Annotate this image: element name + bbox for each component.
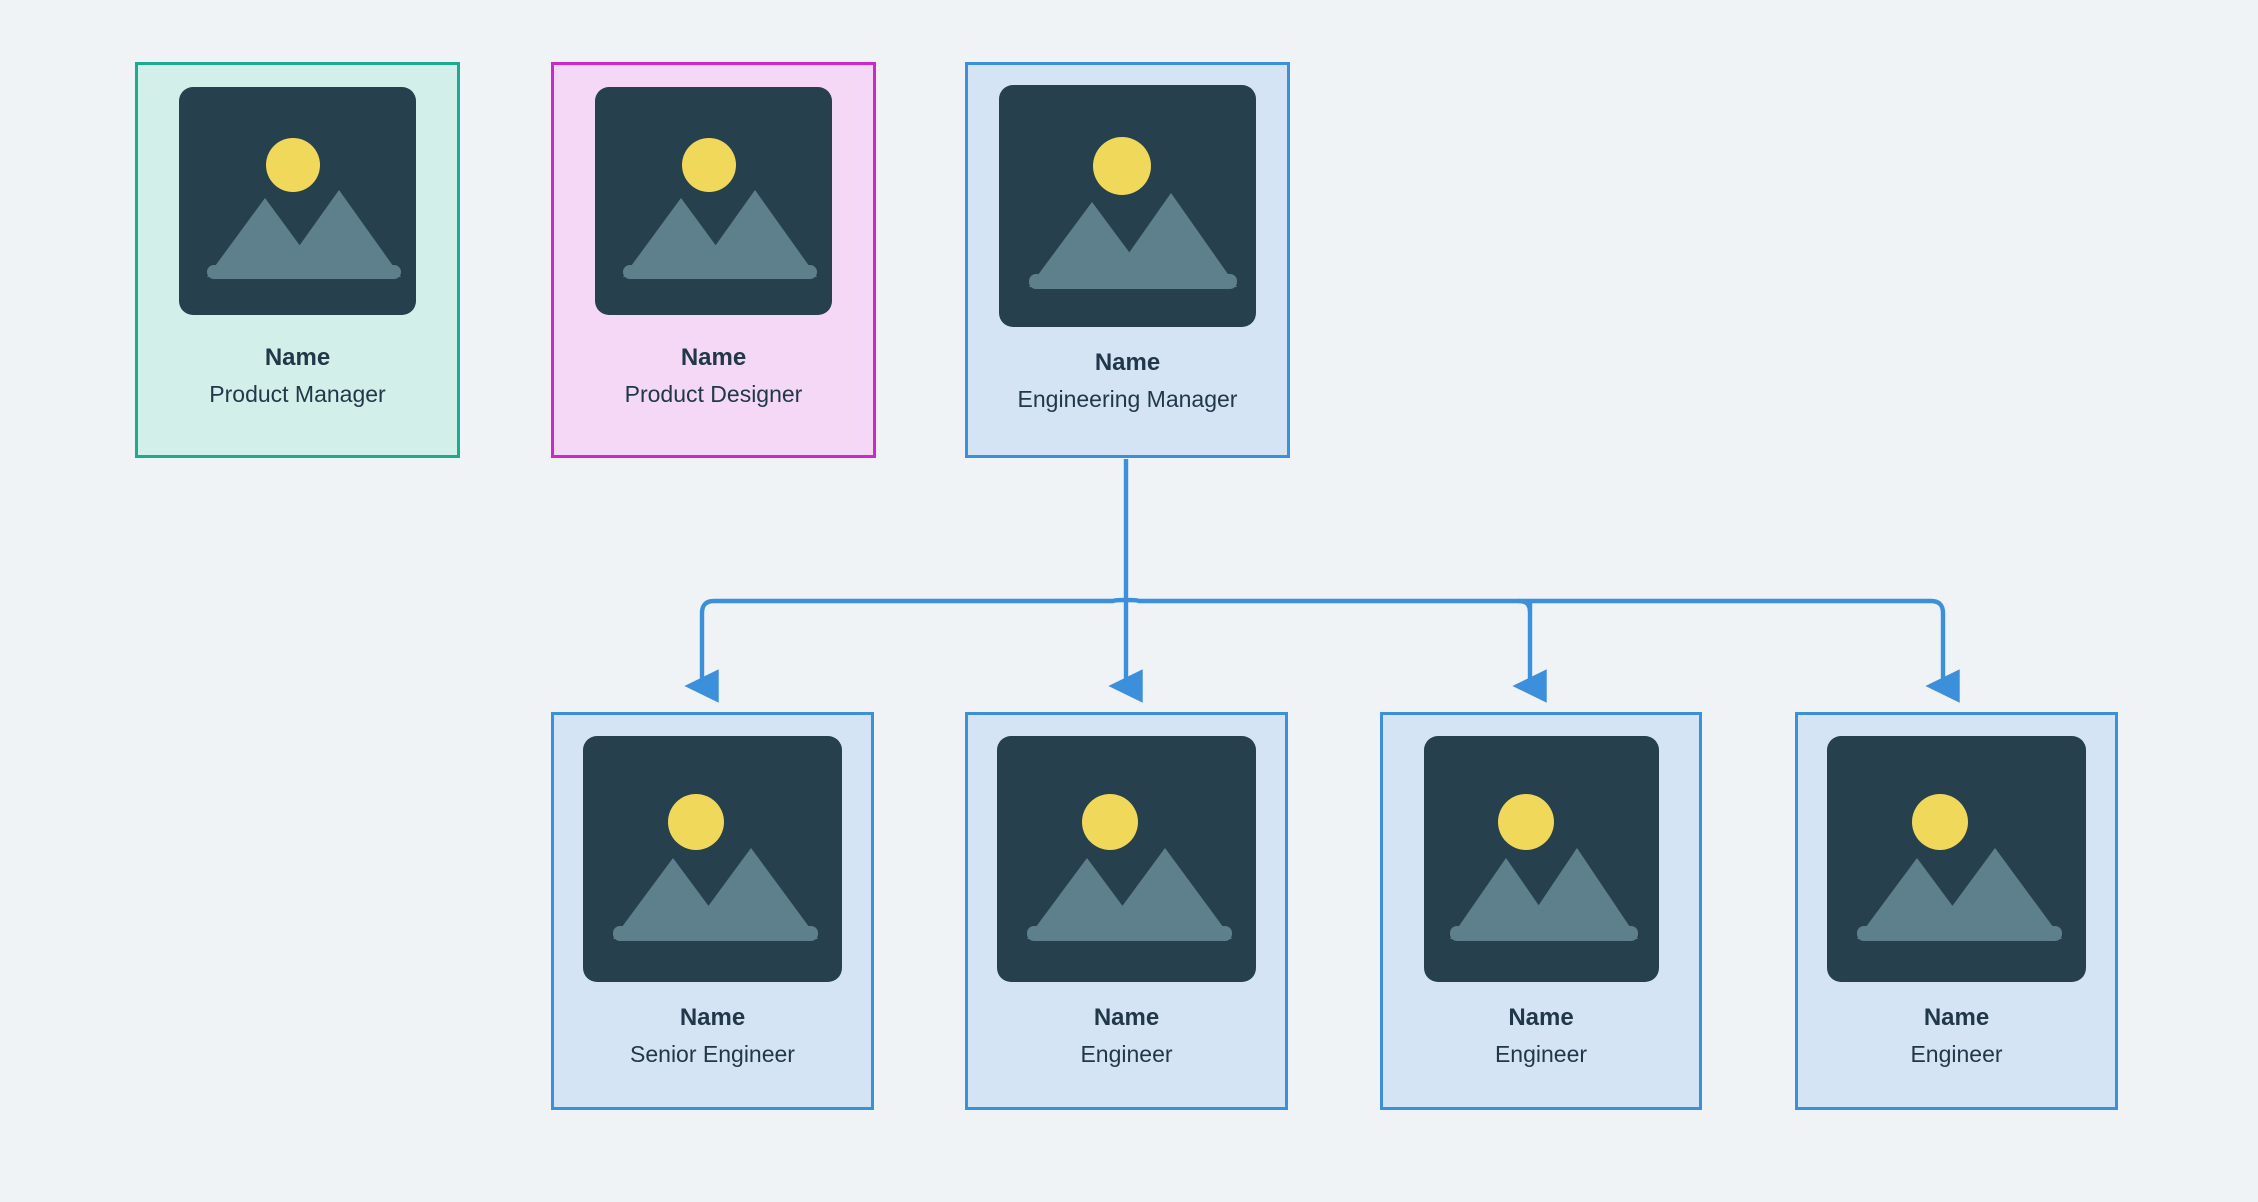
card-name: Name — [680, 344, 747, 371]
image-placeholder-icon — [595, 87, 832, 315]
card-engineering-manager[interactable]: Name Engineering Manager — [965, 62, 1290, 458]
image-placeholder-icon — [179, 87, 416, 315]
card-name: Name — [1094, 349, 1161, 376]
image-placeholder-icon — [999, 85, 1256, 327]
card-name: Name — [1923, 1004, 1990, 1031]
card-senior-engineer[interactable]: Name Senior Engineer — [551, 712, 874, 1110]
card-role: Engineering Manager — [1017, 386, 1238, 413]
image-placeholder-icon — [1827, 736, 2086, 982]
image-placeholder-icon — [583, 736, 842, 982]
card-engineer-2[interactable]: Name Engineer — [1380, 712, 1702, 1110]
card-product-manager[interactable]: Name Product Manager — [135, 62, 460, 458]
card-name: Name — [264, 344, 331, 371]
card-name: Name — [679, 1004, 746, 1031]
connector-bus-left — [684, 597, 1127, 703]
card-role: Engineer — [1080, 1041, 1173, 1068]
card-role: Product Manager — [209, 381, 386, 408]
connector-bus-right — [1125, 597, 1960, 703]
card-role: Product Designer — [624, 381, 803, 408]
card-engineer-3[interactable]: Name Engineer — [1795, 712, 2118, 1110]
card-role: Senior Engineer — [630, 1041, 795, 1068]
card-role: Engineer — [1910, 1041, 2003, 1068]
card-role: Engineer — [1494, 1041, 1588, 1068]
card-name: Name — [1508, 1004, 1574, 1031]
card-product-designer[interactable]: Name Product Designer — [551, 62, 876, 458]
card-engineer-1[interactable]: Name Engineer — [965, 712, 1288, 1110]
card-name: Name — [1093, 1004, 1160, 1031]
connector-bus-stub-3 — [1518, 598, 1533, 613]
image-placeholder-icon — [1423, 736, 1659, 982]
image-placeholder-icon — [997, 736, 1256, 982]
